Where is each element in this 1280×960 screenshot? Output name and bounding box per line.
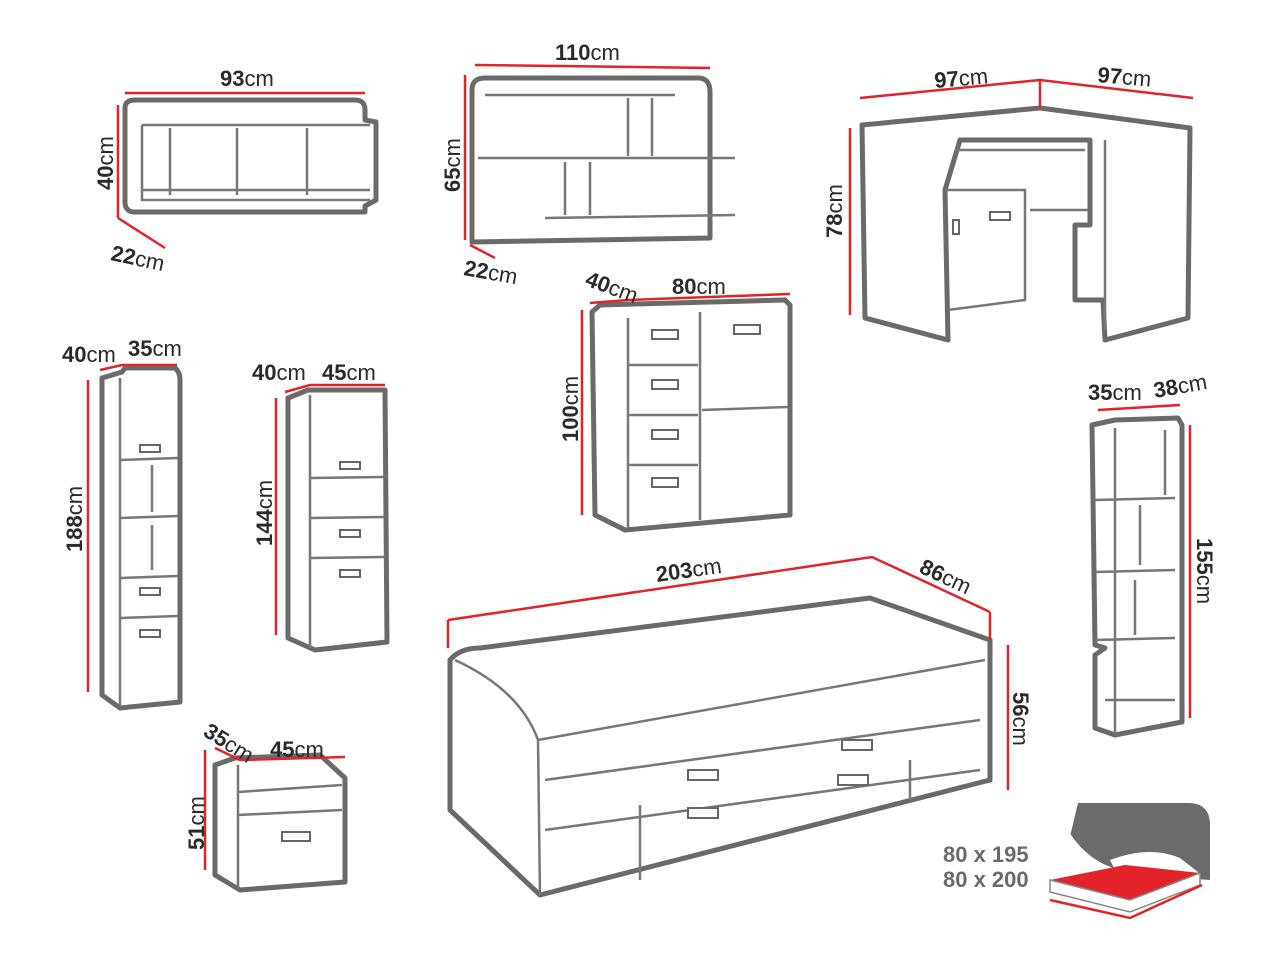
corner-shelf: [1089, 403, 1192, 738]
label-mid-height: 144cm: [252, 480, 277, 546]
label-shelf-height: 40cm: [93, 136, 118, 190]
label-desk-left: 97cm: [933, 63, 989, 93]
wall-shelf: [116, 91, 379, 250]
label-night-height: 51cm: [184, 796, 209, 850]
label-wallunit-height: 65cm: [440, 138, 465, 192]
mattress-night-icon: [1049, 803, 1210, 920]
dresser: [580, 292, 793, 533]
label-shelf-depth: 22cm: [109, 240, 167, 276]
label-dresser-width: 80cm: [672, 274, 726, 299]
label-dresser-depth: 40cm: [582, 266, 641, 308]
label-wallunit-width: 110cm: [555, 40, 620, 65]
label-bed-length: 203cm: [654, 553, 723, 587]
wall-unit: [463, 63, 736, 260]
label-bed-width: 86cm: [916, 554, 975, 599]
label-dresser-height: 100cm: [558, 376, 583, 442]
label-corner-depth: 35cm: [1088, 380, 1142, 405]
mattress-size-2: 80 x 200: [943, 867, 1029, 892]
label-tall-width: 35cm: [128, 336, 182, 361]
corner-desk: [848, 78, 1194, 343]
daybed: [446, 555, 1010, 898]
mattress-size-1: 80 x 195: [943, 842, 1029, 867]
label-mid-width: 45cm: [322, 360, 376, 385]
label-shelf-width: 93cm: [220, 66, 274, 91]
label-corner-height: 155cm: [1192, 538, 1217, 604]
label-bed-height: 56cm: [1008, 692, 1033, 746]
label-night-depth: 35cm: [199, 718, 258, 768]
mid-cabinet: [274, 383, 390, 653]
tall-cabinet: [86, 363, 183, 711]
label-wallunit-depth: 22cm: [462, 255, 519, 289]
label-tall-height: 188cm: [62, 486, 87, 552]
label-night-width: 45cm: [270, 737, 324, 762]
label-tall-depth: 40cm: [62, 342, 116, 367]
label-mid-depth: 40cm: [252, 360, 306, 385]
label-desk-height: 78cm: [822, 184, 847, 238]
label-desk-right: 97cm: [1097, 62, 1153, 92]
nightstand: [203, 746, 348, 893]
label-corner-width: 38cm: [1152, 369, 1209, 403]
